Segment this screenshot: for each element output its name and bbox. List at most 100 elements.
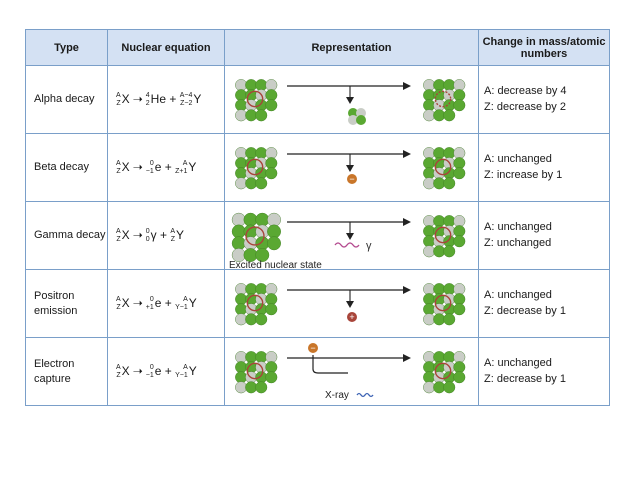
element-symbol: X <box>121 227 130 242</box>
mass-number: A <box>183 295 188 303</box>
atomic-number: Y−1 <box>175 303 188 311</box>
header-row: Type Nuclear equation Representation Cha… <box>25 29 610 66</box>
gamma-symbol: γ <box>366 240 372 252</box>
decay-diagram <box>235 79 466 125</box>
atomic-number: Z <box>116 235 121 243</box>
atomic-change: Z: increase by 1 <box>484 168 563 181</box>
header-equation: Nuclear equation <box>107 29 225 66</box>
decay-diagram: − X-ray <box>235 343 466 401</box>
electron-particle <box>308 343 318 353</box>
mass-change: A: unchanged <box>484 220 552 233</box>
mass-number: A <box>116 295 121 303</box>
decay-type: Electron capture <box>25 337 108 406</box>
header-representation: Representation <box>224 29 479 66</box>
decay-type: Alpha decay <box>25 65 108 134</box>
atomic-number: Z <box>116 167 121 175</box>
mass-number: 0 <box>149 363 154 371</box>
element-symbol: Y <box>188 295 197 310</box>
element-symbol: Y <box>188 363 197 378</box>
mass-number: A <box>170 227 176 235</box>
atomic-number: Z+1 <box>175 167 188 175</box>
element-symbol: Y <box>193 91 202 106</box>
atomic-change: Z: decrease by 1 <box>484 372 566 385</box>
element-symbol: e <box>154 159 162 174</box>
element-symbol: X <box>121 91 130 106</box>
mass-number: 0 <box>145 227 150 235</box>
header-type: Type <box>25 29 108 66</box>
representation-cell: − <box>224 133 479 202</box>
representation-cell: + <box>224 269 479 338</box>
element-symbol: Y <box>176 227 185 242</box>
element-symbol: X <box>121 363 130 378</box>
mass-change: A: unchanged <box>484 152 552 165</box>
alpha-particle <box>348 108 366 125</box>
atomic-change: Z: unchanged <box>484 236 552 249</box>
atomic-number: Z <box>170 235 176 243</box>
decay-diagram: − <box>235 147 466 190</box>
element-symbol: e <box>154 295 162 310</box>
atomic-number: Z−2 <box>180 99 193 107</box>
atomic-number: +1 <box>145 303 154 311</box>
svg-text:+: + <box>349 312 354 322</box>
reaction-arrow-icon: ➝ <box>132 91 143 106</box>
reaction-arrow-icon: ➝ <box>132 295 143 310</box>
rep-label: X-ray <box>325 390 349 401</box>
mass-number: A <box>116 363 121 371</box>
positron-particle <box>347 312 357 322</box>
change-cell: A: unchanged Z: unchanged <box>478 201 610 270</box>
reaction-arrow-icon: ➝ <box>132 159 143 174</box>
atomic-number: Z <box>116 99 121 107</box>
mass-number: A <box>116 227 121 235</box>
decay-diagram: + <box>235 283 466 326</box>
electron-particle <box>347 174 357 184</box>
representation-cell <box>224 65 479 134</box>
atomic-number: −1 <box>145 167 154 175</box>
atomic-number: Z <box>116 303 121 311</box>
mass-number: A <box>182 159 188 167</box>
mass-number: A <box>116 91 121 99</box>
change-cell: A: decrease by 4 Z: decrease by 2 <box>478 65 610 134</box>
atomic-change: Z: decrease by 2 <box>484 100 566 113</box>
svg-text:−: − <box>310 343 315 353</box>
reaction-arrow-icon: ➝ <box>132 227 143 242</box>
atomic-number: 2 <box>145 99 150 107</box>
mass-number: 0 <box>149 159 154 167</box>
mass-number: 4 <box>145 91 150 99</box>
decay-table: Type Nuclear equation Representation Cha… <box>25 29 610 417</box>
reaction-arrow-icon: ➝ <box>132 363 143 378</box>
mass-change: A: decrease by 4 <box>484 84 567 97</box>
decay-type: Positron emission <box>25 269 108 338</box>
atomic-number: Y−1 <box>175 371 188 379</box>
svg-text:−: − <box>349 174 354 184</box>
decay-type: Gamma decay <box>25 201 108 270</box>
rep-label: Excited nuclear state <box>229 260 322 269</box>
atomic-number: −1 <box>145 371 154 379</box>
representation-cell: − X-ray <box>224 337 479 406</box>
x-ray-icon <box>356 392 374 398</box>
atomic-change: Z: decrease by 1 <box>484 304 566 317</box>
header-change: Change in mass/atomic numbers <box>478 29 610 66</box>
